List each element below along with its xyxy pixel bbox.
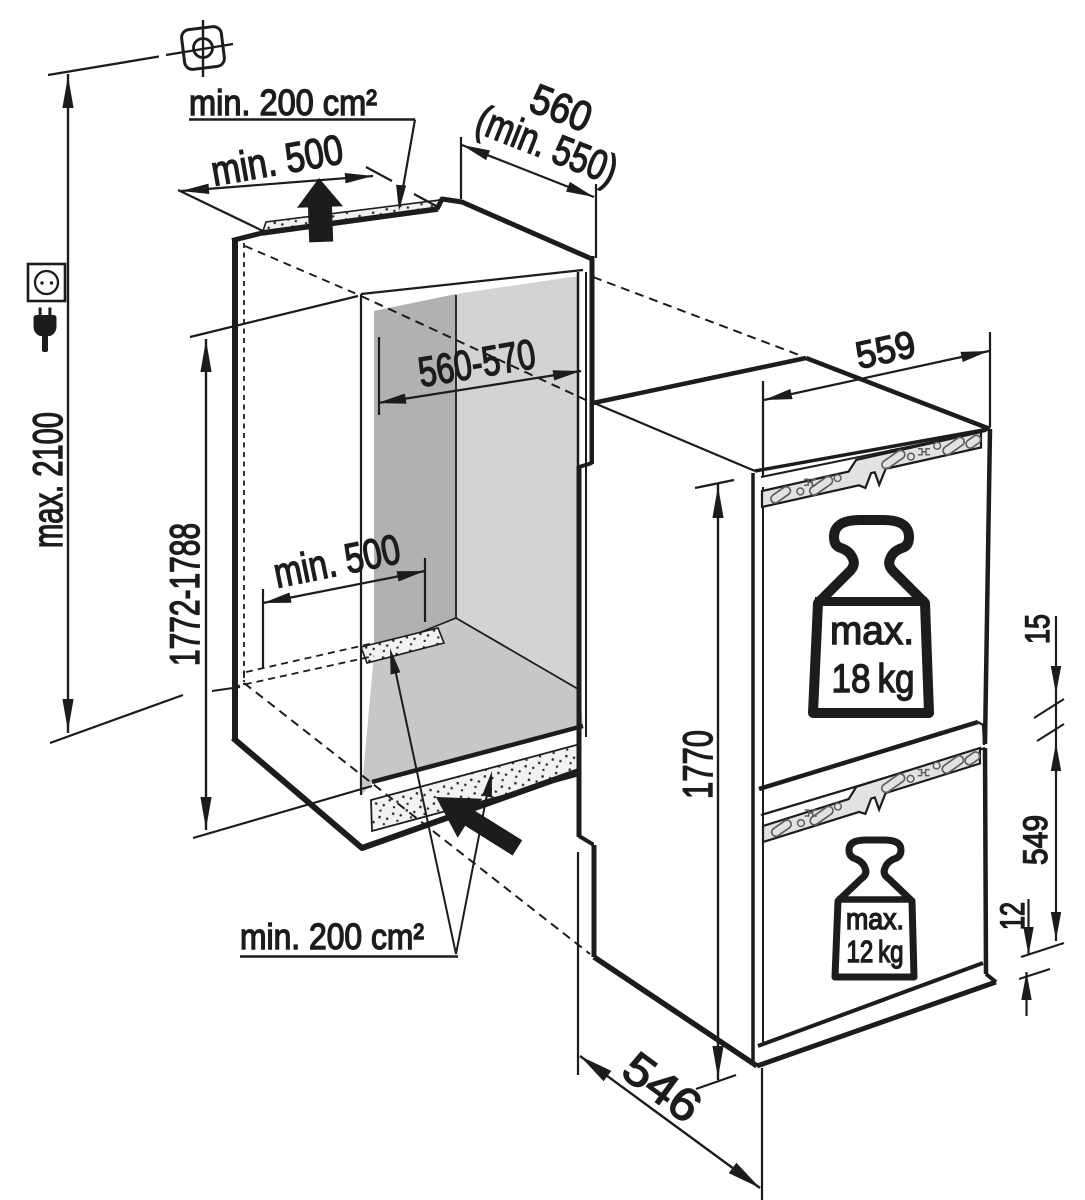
svg-text:18 kg: 18 kg [832, 657, 915, 701]
svg-text:12: 12 [994, 902, 1032, 930]
svg-text:12 kg: 12 kg [847, 934, 904, 969]
svg-text:min. 200 cm²: min. 200 cm² [189, 82, 377, 123]
svg-text:max.: max. [830, 609, 914, 653]
svg-text:max.: max. [846, 903, 904, 936]
svg-text:1772-1788: 1772-1788 [161, 523, 208, 666]
svg-text:max. 2100: max. 2100 [24, 412, 71, 548]
svg-text:15: 15 [1019, 614, 1057, 644]
svg-text:1770: 1770 [674, 730, 721, 799]
svg-text:min. 200 cm²: min. 200 cm² [240, 916, 424, 957]
svg-text:549: 549 [1017, 815, 1055, 865]
